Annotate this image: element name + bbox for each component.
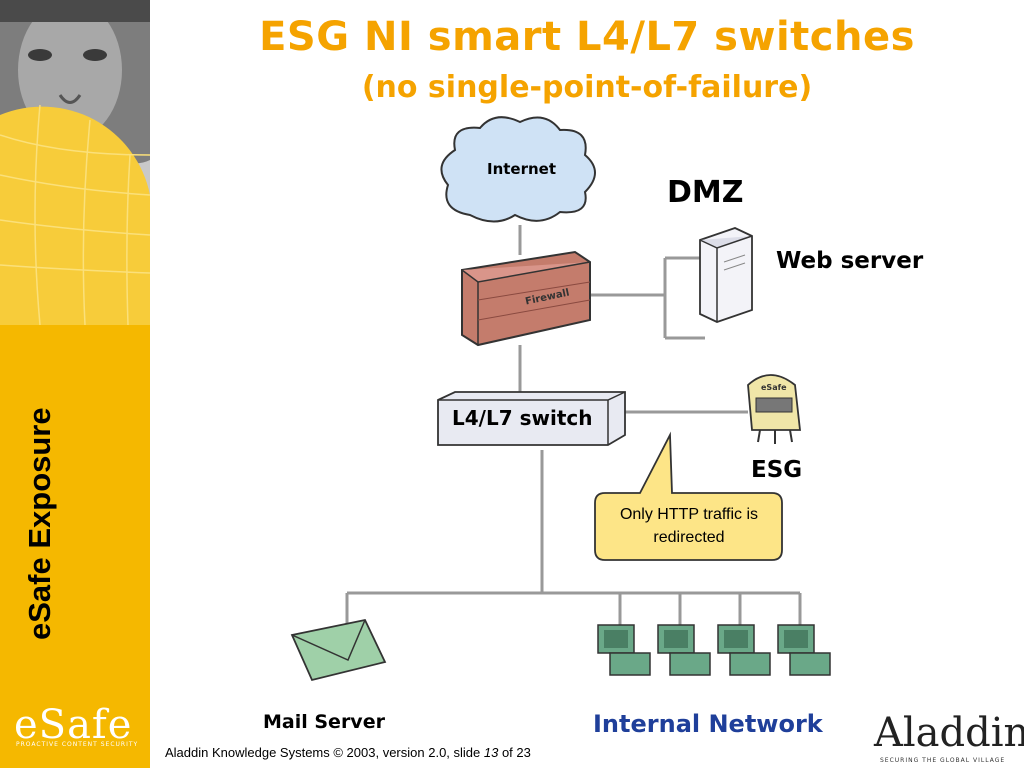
callout-text: Only HTTP traffic is redirected [619, 506, 759, 546]
computer-icon [777, 624, 831, 676]
esg-device-text: eSafe [761, 383, 787, 392]
internet-label: Internet [487, 160, 557, 178]
esg-label: ESG [751, 457, 803, 483]
esafe-logo: eSafe [14, 702, 133, 748]
globe-graphic [0, 104, 150, 325]
footer-text: Aladdin Knowledge Systems © 2003, versio… [165, 745, 484, 760]
callout-bubble [594, 431, 783, 561]
aladdin-logo: Aladdin [874, 710, 1024, 756]
computer-icon [597, 624, 651, 676]
internal-network-label: Internal Network [593, 710, 823, 738]
envelope-icon [290, 618, 387, 682]
web-server-label: Web server [776, 248, 924, 274]
page-subtitle: (no single-point-of-failure) [361, 70, 813, 105]
server-icon [699, 227, 753, 323]
total-slides: 23 [516, 745, 531, 760]
internet-cloud-icon [440, 116, 596, 223]
sidebar: eSafe Exposure eSafe PROACTIVE CONTENT S… [0, 0, 150, 768]
computer-icon [717, 624, 771, 676]
switch-icon [437, 391, 626, 446]
slide-number: 13 [483, 745, 499, 760]
firewall-icon [461, 250, 591, 347]
footer: Aladdin Knowledge Systems © 2003, versio… [165, 745, 531, 760]
aladdin-tagline: SECURING THE GLOBAL VILLAGE [880, 757, 1006, 764]
footer-of: of [498, 745, 517, 760]
mail-server-label: Mail Server [263, 711, 385, 733]
esg-device-icon [747, 374, 802, 444]
switch-label: L4/L7 switch [452, 406, 593, 430]
page-title: ESG NI smart L4/L7 switches [259, 14, 915, 60]
esafe-tagline: PROACTIVE CONTENT SECURITY [16, 741, 139, 748]
computer-icon [657, 624, 711, 676]
dmz-label: DMZ [667, 175, 744, 210]
connection-lines [345, 225, 802, 625]
